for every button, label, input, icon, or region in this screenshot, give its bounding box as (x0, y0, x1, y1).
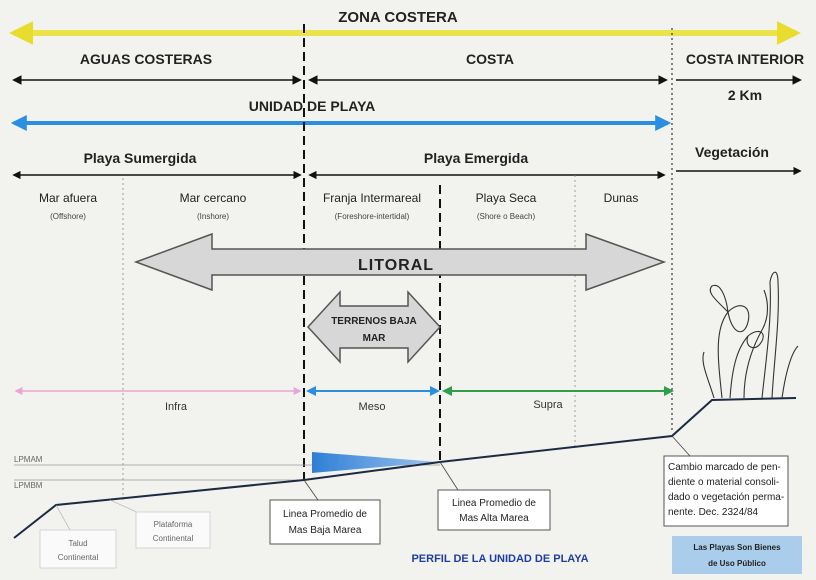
segment-playa-seca-sub: (Shore o Beach) (477, 212, 536, 221)
callout-box-talud (39, 529, 117, 569)
callout-alta-marea-line1: Linea Promedio de (452, 498, 536, 509)
vegetation-sketch (702, 271, 799, 399)
callout-plataforma-line2: Continental (153, 534, 194, 543)
callout-box-cambio (663, 455, 789, 527)
segment-mar-cercano: Mar cercano (180, 191, 247, 205)
bienes-box (672, 536, 802, 574)
callout-cambio-line3: dado o vegetación perma- (668, 492, 784, 503)
segment-mar-afuera-sub: (Offshore) (50, 212, 86, 221)
segment-mar-afuera: Mar afuera (39, 191, 97, 205)
callout-leader-cambio (671, 435, 691, 457)
callout-alta-marea-line2: Mas Alta Marea (459, 513, 529, 524)
segment-playa-seca: Playa Seca (476, 191, 537, 205)
callout-cambio-line2: diente o material consoli- (668, 477, 779, 488)
lpmbm-label: LPMBM (14, 481, 43, 490)
costa-interior-label: COSTA INTERIOR (686, 51, 804, 67)
segment-mar-cercano-sub: (Inshore) (197, 212, 229, 221)
vegetacion-label: Vegetación (695, 144, 769, 160)
unidad-playa-label: UNIDAD DE PLAYA (249, 98, 376, 114)
callout-talud-line1: Talud (68, 539, 87, 548)
costa-label: COSTA (466, 51, 514, 67)
infra-label: Infra (165, 401, 188, 413)
callout-cambio-line4: nente. Dec. 2324/84 (668, 507, 759, 518)
callout-box-baja-marea (269, 499, 381, 545)
callout-plataforma-line1: Plataforma (154, 520, 193, 529)
callout-leader-alta (439, 461, 459, 491)
callout-box-alta-marea (437, 489, 551, 531)
terrenos-baja-mar-arrow (306, 290, 442, 364)
callout-baja-marea-line2: Mas Baja Marea (289, 525, 362, 536)
segment-dunas: Dunas (604, 191, 639, 205)
costa-interior-distance: 2 Km (728, 87, 762, 103)
segment-franja-intermareal-sub: (Foreshore-intertidal) (335, 212, 410, 221)
litoral-arrow (133, 232, 667, 292)
meso-label: Meso (359, 401, 386, 413)
playa-sumergida-label: Playa Sumergida (84, 150, 197, 166)
callout-talud-line2: Continental (58, 553, 99, 562)
playa-emergida-label: Playa Emergida (424, 150, 528, 166)
supra-label: Supra (533, 399, 563, 411)
callout-leader-baja (303, 479, 319, 501)
bienes-line2: de Uso Público (708, 559, 766, 568)
terrenos-label-line2: MAR (363, 333, 387, 344)
callout-leader-talud (55, 504, 71, 531)
terrenos-label-line1: TERRENOS BAJA (331, 316, 417, 327)
callout-cambio-line1: Cambio marcado de pen- (668, 462, 781, 473)
zona-costera-label: ZONA COSTERA (338, 9, 458, 26)
litoral-label: LITORAL (358, 257, 434, 274)
callout-baja-marea-line1: Linea Promedio de (283, 509, 367, 520)
bienes-line1: Las Playas Son Bienes (693, 543, 781, 552)
lpmam-label: LPMAM (14, 455, 43, 464)
callout-box-plataforma (135, 511, 211, 549)
water-wedge (312, 452, 438, 473)
perfil-title: PERFIL DE LA UNIDAD DE PLAYA (411, 553, 588, 565)
aguas-costeras-label: AGUAS COSTERAS (80, 51, 212, 67)
segment-franja-intermareal: Franja Intermareal (323, 191, 421, 205)
